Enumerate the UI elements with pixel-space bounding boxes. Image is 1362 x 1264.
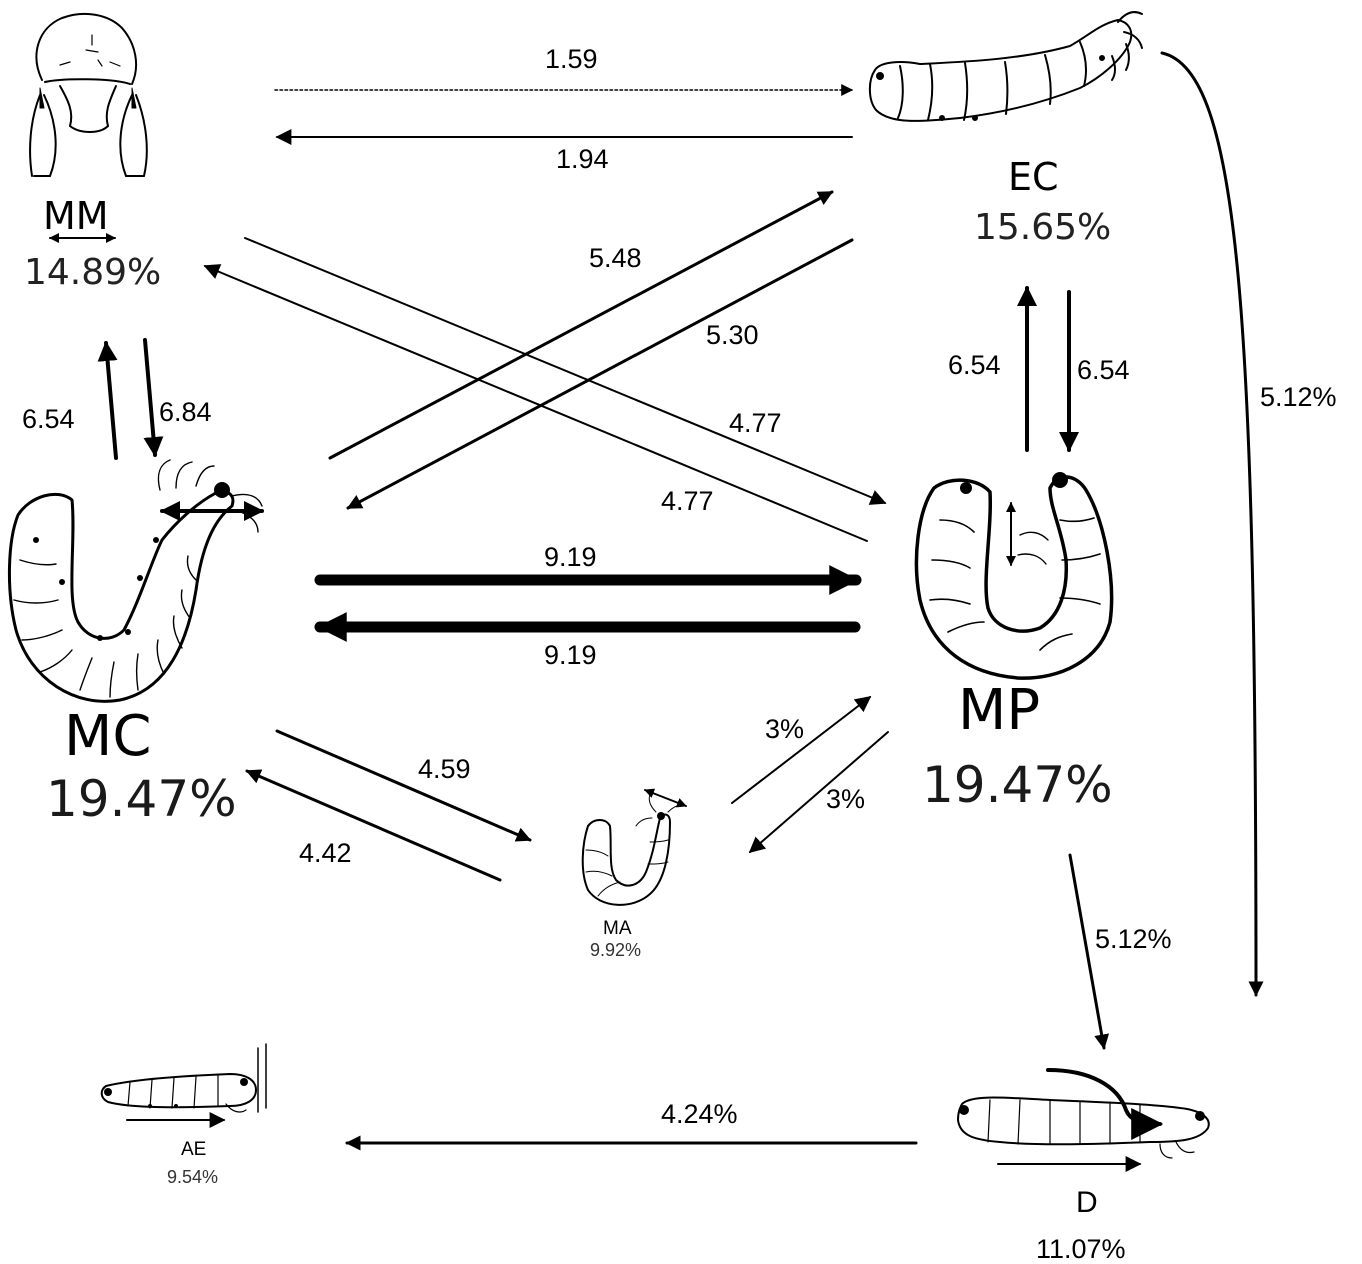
arrow-mp-to-ma <box>750 732 888 852</box>
node-mm-name: MM <box>43 197 109 235</box>
d-larva-illustration <box>958 1070 1209 1164</box>
node-mp-percent: 19.47% <box>922 760 1113 810</box>
edge-label-mm-to-mc: 6.84 <box>159 399 212 426</box>
arrow-mc-to-ma <box>277 731 530 840</box>
edge-label-mc-to-ma: 4.59 <box>418 756 471 783</box>
node-mc-percent: 19.47% <box>46 774 237 824</box>
arrow-ec-to-mc <box>348 240 852 508</box>
arrow-mp-to-mm <box>205 266 867 541</box>
node-ma-percent: 9.92% <box>590 941 641 959</box>
arrow-mm-to-mp <box>245 238 885 503</box>
edge-label-ma-to-mc: 4.42 <box>299 840 352 867</box>
node-ae-percent: 9.54% <box>167 1168 218 1186</box>
ae-larva-illustration <box>102 1044 266 1120</box>
edge-label-mm-to-ec: 1.59 <box>545 46 598 73</box>
node-mc-name: MC <box>64 709 151 765</box>
edge-label-ec-to-d: 5.12% <box>1260 384 1337 411</box>
edge-label-mp-to-d: 5.12% <box>1095 926 1172 953</box>
edge-label-mc-to-mm: 6.54 <box>22 406 75 433</box>
edge-label-ma-to-mp: 3% <box>765 716 804 743</box>
node-mm-percent: 14.89% <box>24 255 161 291</box>
mc-larva-illustration <box>9 460 262 701</box>
edge-label-mc-to-mp: 9.19 <box>544 544 597 571</box>
edge-label-mp-to-mc: 9.19 <box>544 642 597 669</box>
ec-larva-illustration <box>870 12 1142 121</box>
arrow-ma-to-mc <box>247 771 500 880</box>
edge-label-mp-to-ma: 3% <box>826 786 865 813</box>
edge-label-ec-to-mp: 6.54 <box>1077 357 1130 384</box>
node-mp-name: MP <box>958 683 1040 739</box>
node-ec-percent: 15.65% <box>974 210 1111 246</box>
edge-label-ec-to-mm: 1.94 <box>556 146 609 173</box>
edge-label-mc-to-ec: 5.48 <box>589 245 642 272</box>
edge-label-mp-to-ec: 6.54 <box>948 352 1001 379</box>
ma-larva-illustration <box>583 790 686 905</box>
edge-label-mp-to-mm: 4.77 <box>661 488 714 515</box>
edge-label-ec-to-mc: 5.30 <box>706 322 759 349</box>
arrow-mc-to-mm <box>106 343 116 458</box>
node-ae-name: AE <box>181 1140 206 1159</box>
mp-larva-illustration <box>916 472 1111 678</box>
edge-label-d-to-ae: 4.24% <box>661 1101 738 1128</box>
arrow-mm-to-mc <box>145 340 155 455</box>
edge-label-mm-to-mp: 4.77 <box>729 410 782 437</box>
arrow-ec-to-d <box>1162 53 1256 995</box>
node-d-name: D <box>1076 1188 1098 1218</box>
node-ec-name: EC <box>1008 158 1059 196</box>
node-d-percent: 11.07% <box>1036 1236 1126 1263</box>
node-ma-name: MA <box>603 919 632 938</box>
